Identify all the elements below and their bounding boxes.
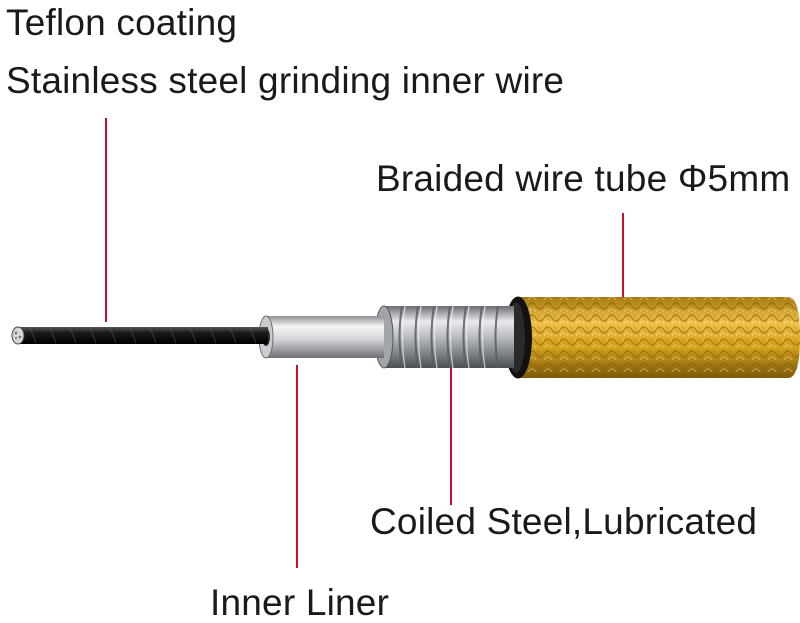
label-teflon-coating: Teflon coating (6, 2, 238, 43)
label-inner-liner: Inner Liner (210, 582, 390, 623)
braided-wire-tube (504, 296, 800, 379)
inner-wire (11, 326, 268, 345)
label-braided-wire-tube: Braided wire tube Φ5mm (376, 158, 791, 199)
label-coiled-steel: Coiled Steel,Lubricated (370, 501, 758, 542)
coiled-steel (374, 305, 514, 369)
label-stainless-inner-wire: Stainless steel grinding inner wire (6, 60, 565, 101)
inner-liner (258, 315, 384, 359)
